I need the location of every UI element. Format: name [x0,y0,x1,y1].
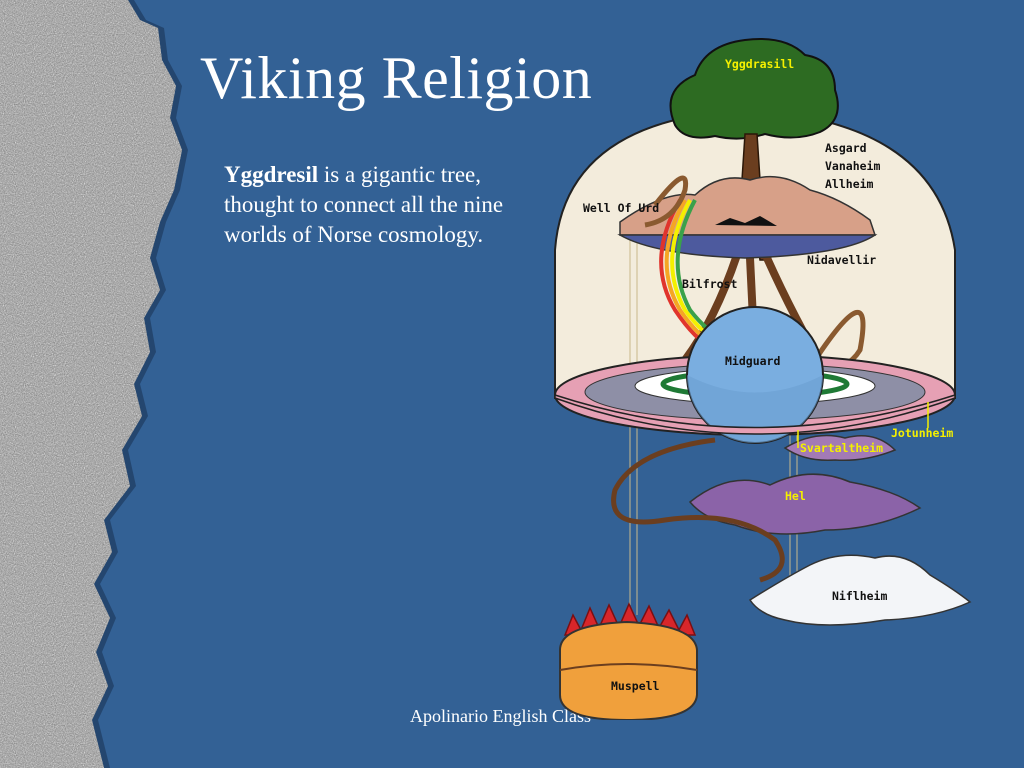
hel-cloud [688,473,922,535]
label-muspell: Muspell [611,679,660,693]
serpent-coil-left [644,175,689,228]
label-yggdrasill: Yggdrasill [725,57,794,71]
body-text: Yggdresil is a gigantic tree, thought to… [224,160,524,250]
tree-canopy [669,38,839,140]
body-term: Yggdresil [224,162,319,187]
label-svartaltheim: Svartaltheim [800,441,883,455]
label-well-of-urd: Well Of Urd [583,201,659,215]
niflheim-cloud [748,554,972,626]
label-midguard: Midguard [725,354,780,368]
label-allheim: Allheim [825,177,874,191]
label-jotunheim: Jotunheim [891,426,953,440]
footer-text: Apolinario English Class [410,706,591,726]
muspell-ball [559,620,698,720]
svartaltheim-cloud [783,434,897,462]
slide-title: Viking Religion [200,45,593,111]
label-niflheim: Niflheim [832,589,887,603]
label-bilfrost: Bilfrost [682,277,737,291]
label-asgard: Asgard [825,141,867,155]
label-hel: Hel [785,489,806,503]
yggdrasil-diagram: Yggdrasill Asgard Vanaheim Allheim Well … [554,38,972,720]
asgard-underside [617,234,878,259]
asgard-dark-peaks [715,216,777,226]
lower-serpent [611,437,785,583]
granite-border [0,0,188,768]
body-description: is a gigantic tree, thought to connect a… [224,162,504,247]
label-vanaheim: Vanaheim [825,159,880,173]
label-nidavellir: Nidavellir [807,253,876,267]
